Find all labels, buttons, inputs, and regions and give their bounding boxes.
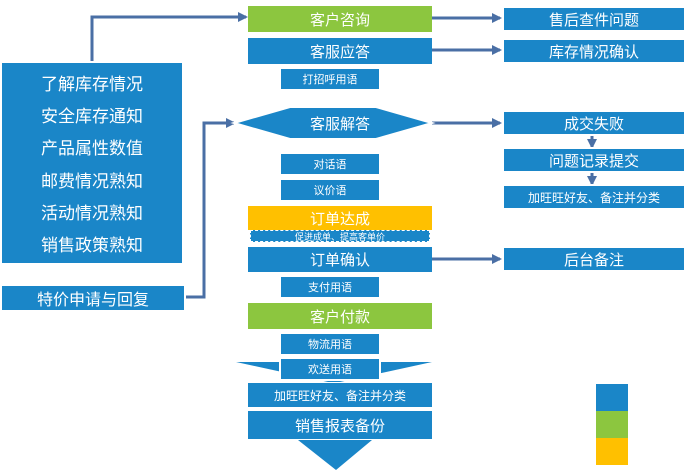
left-knowledge-panel: 了解库存情况 安全库存通知 产品属性数值 邮费情况熟知 活动情况熟知 销售政策熟… [0,61,184,265]
phrase-greeting: 打招呼用语 [279,67,381,91]
left-special-price: 特价申请与回复 [0,284,186,312]
left-item: 安全库存通知 [41,107,143,128]
right-deal-failed: 成交失败 [502,110,686,136]
step-order-reached: 订单达成 [248,206,432,230]
phrase-bargain: 议价语 [279,178,381,202]
legend-yellow [596,438,628,465]
left-item: 了解库存情况 [41,75,143,96]
phrase-payment: 支付用语 [279,275,381,299]
phrase-dialogue: 对话语 [279,152,381,176]
step-customer-payment: 客户付款 [248,303,432,329]
legend-blue [596,384,628,411]
right-aftersale-issue: 售后查件问题 [502,6,686,32]
step-service-answer: 客服解答 [309,114,370,133]
left-item: 销售政策熟知 [41,235,143,256]
step-add-friend: 加旺旺好友、备注并分类 [248,383,432,407]
phrase-farewell: 欢送用语 [279,357,381,381]
customer-answer-shape [230,106,436,140]
left-item: 邮费情况熟知 [41,171,143,192]
step-order-confirm: 订单确认 [248,247,432,272]
right-stock-confirm: 库存情况确认 [502,38,686,64]
right-issue-record: 问题记录提交 [502,147,686,173]
legend-green [596,411,628,438]
order-reached-subtext: 促进成单、提高客单价 [250,230,430,243]
right-add-friend: 加旺旺好友、备注并分类 [502,184,686,210]
left-item: 产品属性数值 [41,139,143,160]
arrow-panel-to-consult [90,12,248,61]
arrow-special-to-answer [186,118,236,299]
step-customer-inquiry: 客户咨询 [248,6,432,32]
left-item: 活动情况熟知 [41,203,143,224]
phrase-logistics: 物流用语 [279,332,381,356]
step-sales-report: 销售报表备份 [248,411,432,439]
bottom-chevron-shape [298,440,372,470]
step-service-reply: 客服应答 [248,38,432,64]
right-backend-note: 后台备注 [502,246,686,272]
